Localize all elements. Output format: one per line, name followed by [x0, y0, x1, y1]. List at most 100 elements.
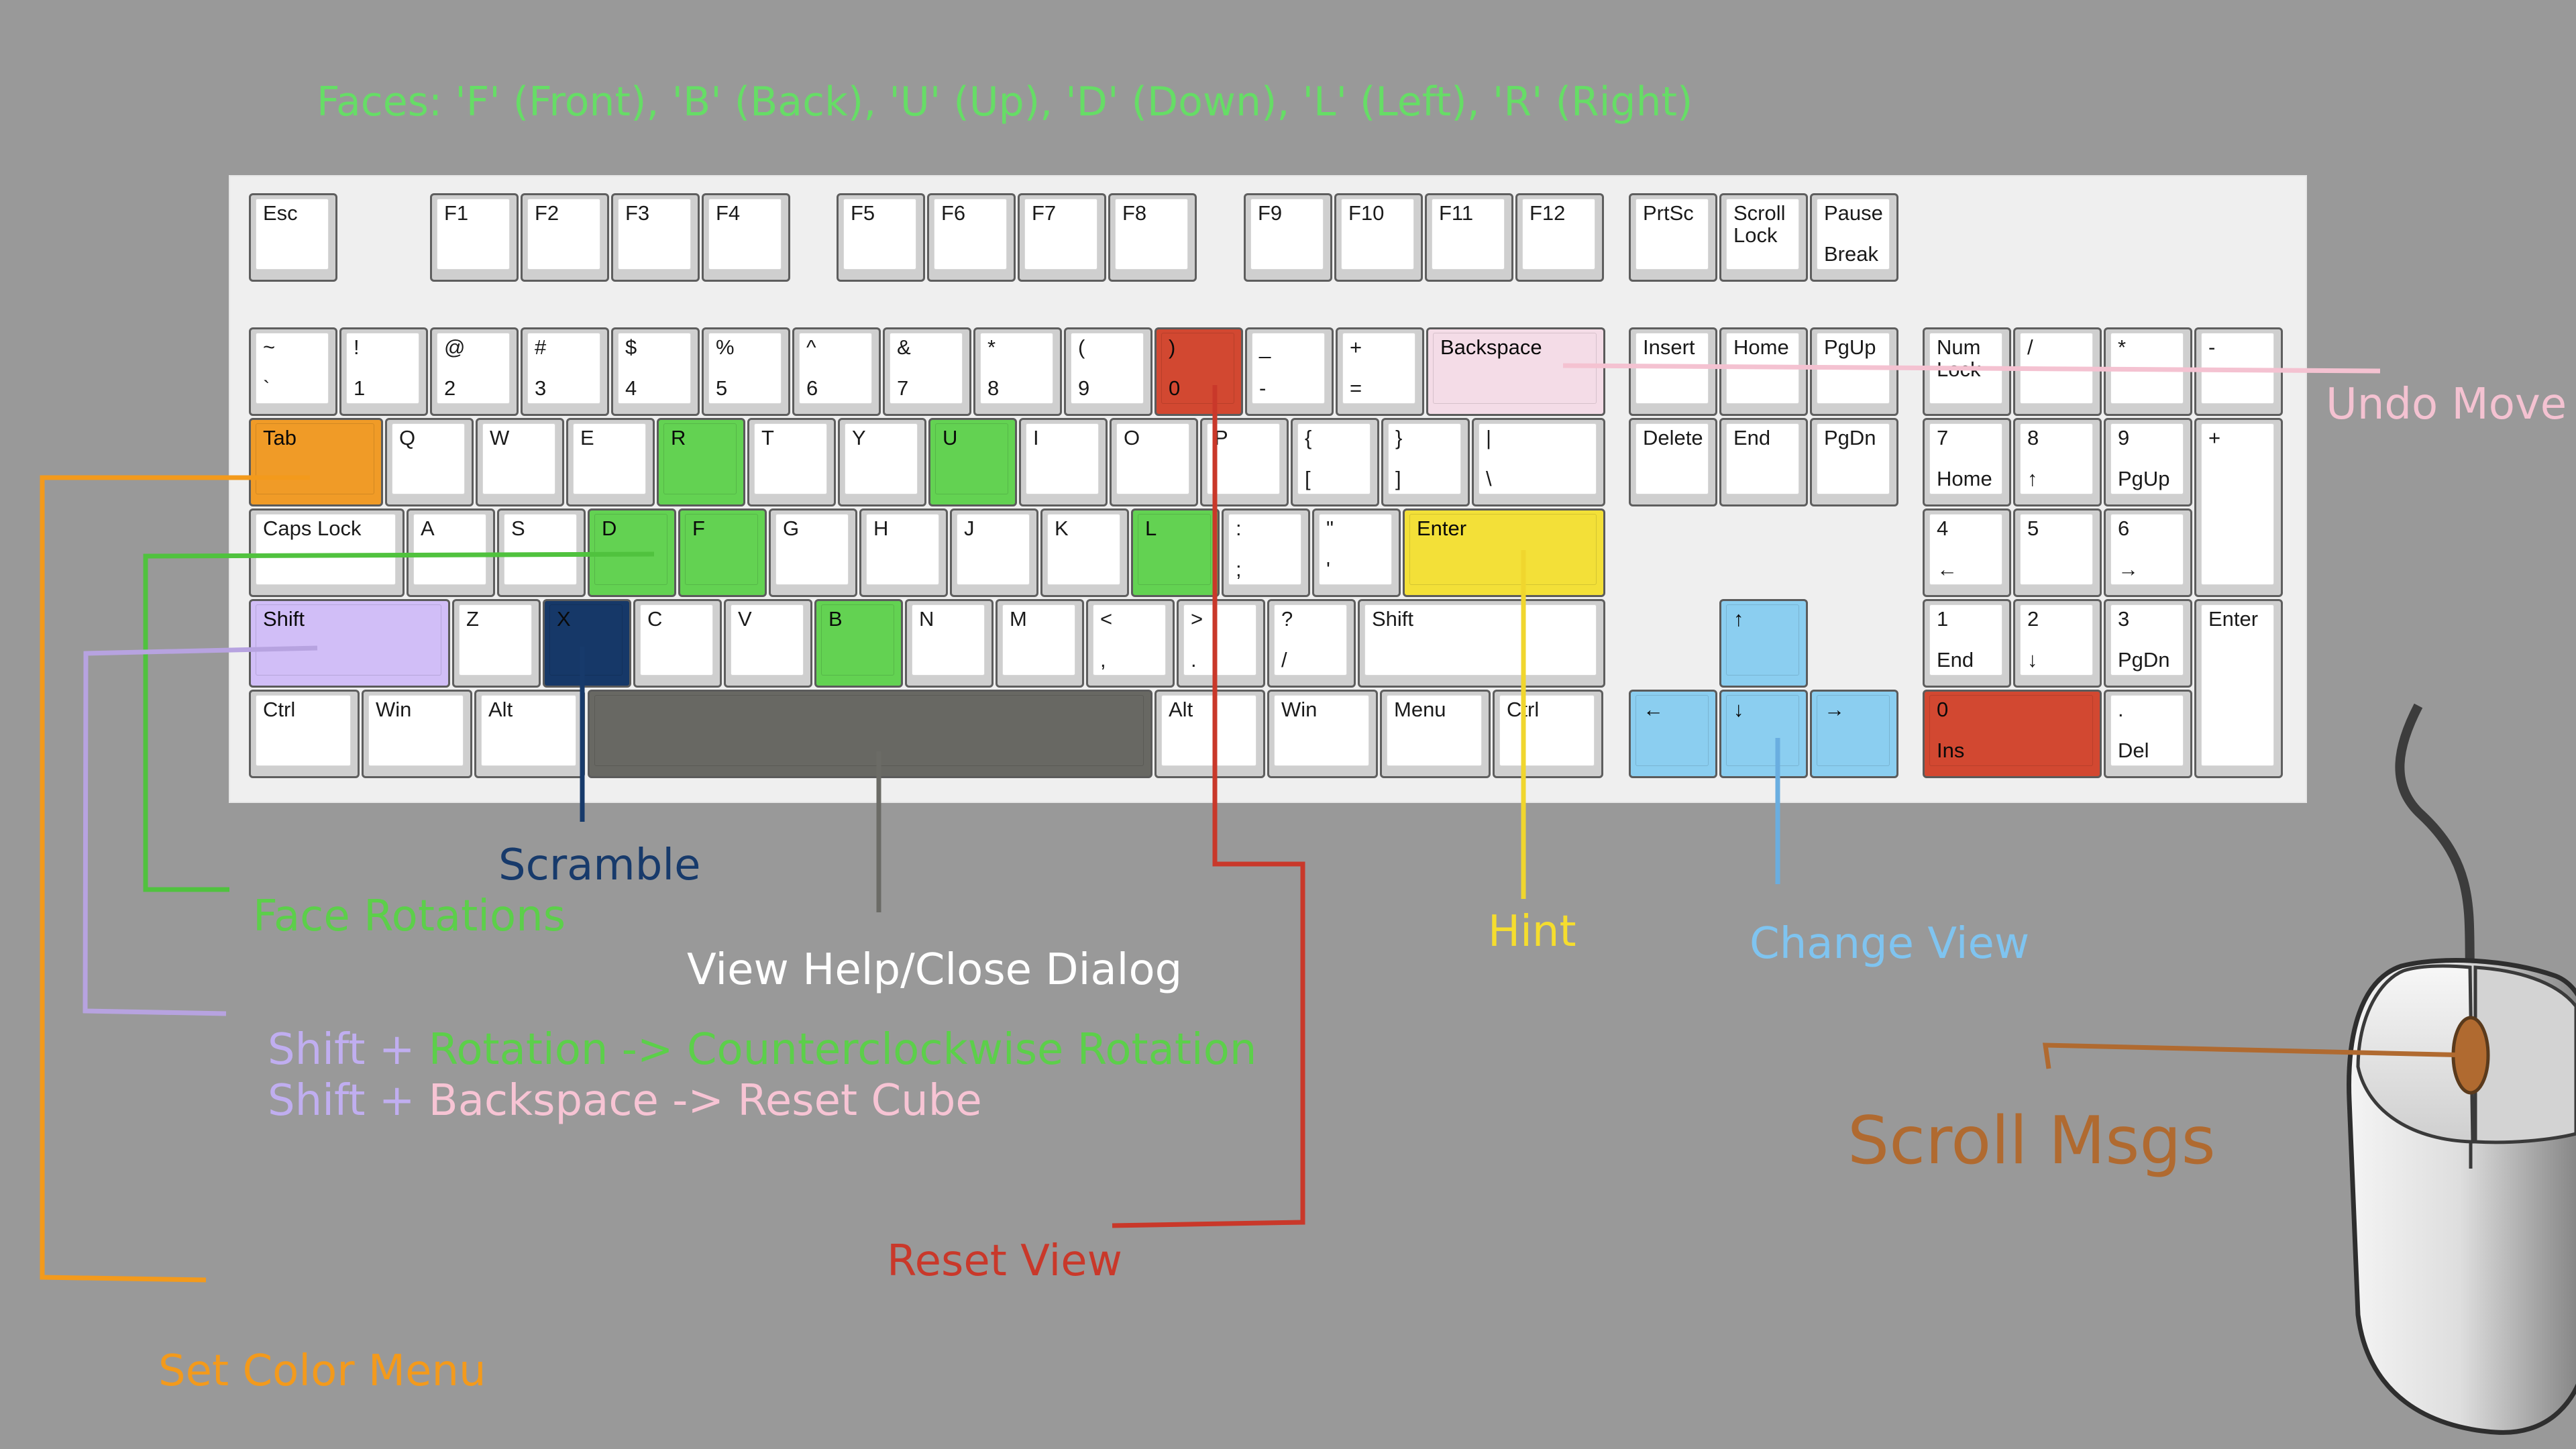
- key-np2[interactable]: 2↓: [2013, 599, 2102, 688]
- key-k8[interactable]: *8: [973, 327, 1062, 416]
- key-t[interactable]: T: [747, 418, 836, 506]
- key-npdel[interactable]: .Del: [2104, 690, 2192, 778]
- key-caps[interactable]: Caps Lock: [249, 508, 405, 597]
- key-k3[interactable]: #3: [521, 327, 609, 416]
- key-f9[interactable]: F9: [1244, 193, 1332, 282]
- key-f4[interactable]: F4: [702, 193, 790, 282]
- key-lshift[interactable]: Shift: [249, 599, 450, 688]
- key-equals[interactable]: +=: [1336, 327, 1424, 416]
- key-legend-top: #: [535, 335, 547, 359]
- key-k6[interactable]: ^6: [792, 327, 881, 416]
- key-menu[interactable]: Menu: [1380, 690, 1491, 778]
- key-j[interactable]: J: [950, 508, 1038, 597]
- key-space[interactable]: [588, 690, 1152, 778]
- key-u[interactable]: U: [928, 418, 1017, 506]
- key-rctrl[interactable]: Ctrl: [1493, 690, 1603, 778]
- key-npenter[interactable]: Enter: [2194, 599, 2283, 778]
- key-pipe[interactable]: |\: [1472, 418, 1605, 506]
- key-slash[interactable]: ?/: [1267, 599, 1356, 688]
- key-f12[interactable]: F12: [1515, 193, 1604, 282]
- key-np4[interactable]: 4←: [1923, 508, 2011, 597]
- key-f1[interactable]: F1: [430, 193, 519, 282]
- key-k7[interactable]: &7: [883, 327, 971, 416]
- key-lwin[interactable]: Win: [362, 690, 472, 778]
- key-np6[interactable]: 6→: [2104, 508, 2192, 597]
- key-f6[interactable]: F6: [927, 193, 1016, 282]
- key-k2[interactable]: @2: [430, 327, 519, 416]
- key-c[interactable]: C: [633, 599, 722, 688]
- key-k4[interactable]: $4: [611, 327, 700, 416]
- key-o[interactable]: O: [1110, 418, 1198, 506]
- key-period[interactable]: >.: [1177, 599, 1265, 688]
- key-lctrl[interactable]: Ctrl: [249, 690, 360, 778]
- key-legend-top: F8: [1122, 201, 1147, 225]
- key-b[interactable]: B: [814, 599, 903, 688]
- key-lbrace[interactable]: {[: [1291, 418, 1379, 506]
- key-k[interactable]: K: [1040, 508, 1129, 597]
- key-npadd[interactable]: +: [2194, 418, 2283, 597]
- key-x[interactable]: X: [543, 599, 631, 688]
- key-r[interactable]: R: [657, 418, 745, 506]
- key-esc[interactable]: Esc: [249, 193, 337, 282]
- key-i[interactable]: I: [1019, 418, 1108, 506]
- key-tab[interactable]: Tab: [249, 418, 383, 506]
- key-n[interactable]: N: [905, 599, 994, 688]
- key-k9[interactable]: (9: [1064, 327, 1152, 416]
- key-ralt[interactable]: Alt: [1155, 690, 1265, 778]
- key-pgdn[interactable]: PgDn: [1810, 418, 1898, 506]
- key-rwin[interactable]: Win: [1267, 690, 1378, 778]
- key-m[interactable]: M: [996, 599, 1084, 688]
- keycap: [1929, 695, 2093, 766]
- key-w[interactable]: W: [476, 418, 564, 506]
- key-backspace[interactable]: Backspace: [1426, 327, 1605, 416]
- key-f7[interactable]: F7: [1018, 193, 1106, 282]
- key-arrowright[interactable]: →: [1810, 690, 1898, 778]
- key-prtsc[interactable]: PrtSc: [1629, 193, 1717, 282]
- key-comma[interactable]: <,: [1086, 599, 1175, 688]
- key-legend-top: X: [557, 607, 571, 631]
- key-q[interactable]: Q: [385, 418, 474, 506]
- key-semicolon[interactable]: :;: [1222, 508, 1310, 597]
- key-tilde[interactable]: ~`: [249, 327, 337, 416]
- key-minus[interactable]: _-: [1245, 327, 1334, 416]
- key-f10[interactable]: F10: [1334, 193, 1423, 282]
- key-scrolllock[interactable]: Scroll Lock: [1719, 193, 1808, 282]
- key-f[interactable]: F: [678, 508, 767, 597]
- key-arrowleft[interactable]: ←: [1629, 690, 1717, 778]
- key-k5[interactable]: %5: [702, 327, 790, 416]
- key-rbrace[interactable]: }]: [1381, 418, 1470, 506]
- keycap: [1297, 423, 1371, 494]
- key-k0[interactable]: )0: [1155, 327, 1243, 416]
- key-lalt[interactable]: Alt: [474, 690, 585, 778]
- key-end[interactable]: End: [1719, 418, 1808, 506]
- key-y[interactable]: Y: [838, 418, 926, 506]
- key-g[interactable]: G: [769, 508, 857, 597]
- key-arrowdown[interactable]: ↓: [1719, 690, 1808, 778]
- key-l[interactable]: L: [1131, 508, 1220, 597]
- key-e[interactable]: E: [566, 418, 655, 506]
- key-v[interactable]: V: [724, 599, 812, 688]
- key-f3[interactable]: F3: [611, 193, 700, 282]
- key-rshift[interactable]: Shift: [1358, 599, 1605, 688]
- key-delete[interactable]: Delete: [1629, 418, 1717, 506]
- key-f11[interactable]: F11: [1425, 193, 1513, 282]
- key-h[interactable]: H: [859, 508, 948, 597]
- key-z[interactable]: Z: [452, 599, 541, 688]
- key-k1[interactable]: !1: [339, 327, 428, 416]
- key-enter[interactable]: Enter: [1403, 508, 1605, 597]
- key-legend-top: End: [1733, 426, 1771, 449]
- key-np5[interactable]: 5: [2013, 508, 2102, 597]
- key-np8[interactable]: 8↑: [2013, 418, 2102, 506]
- key-quote[interactable]: "': [1312, 508, 1401, 597]
- key-arrowup[interactable]: ↑: [1719, 599, 1808, 688]
- key-f2[interactable]: F2: [521, 193, 609, 282]
- key-f8[interactable]: F8: [1108, 193, 1197, 282]
- key-f5[interactable]: F5: [837, 193, 925, 282]
